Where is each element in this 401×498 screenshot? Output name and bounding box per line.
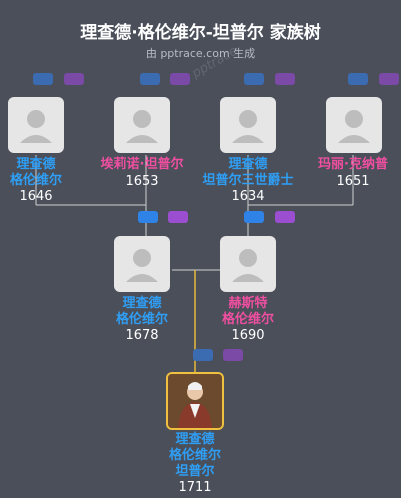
person-name[interactable]: 坦普尔 xyxy=(175,464,215,479)
relation-tag[interactable] xyxy=(244,211,264,223)
person-name[interactable]: 赫斯特 xyxy=(228,296,268,311)
person-card-avatar[interactable] xyxy=(114,236,170,292)
person-card-avatar[interactable] xyxy=(114,97,170,153)
relation-tag[interactable] xyxy=(168,211,188,223)
relation-tag[interactable] xyxy=(138,211,158,223)
person-silhouette-icon xyxy=(20,110,52,143)
person-birth-year: 1653 xyxy=(125,174,159,189)
person-birth-year: 1646 xyxy=(19,189,53,204)
person-card-avatar[interactable] xyxy=(8,97,64,153)
person-name[interactable]: 理查德 xyxy=(122,296,162,311)
person-name[interactable]: 格伦维尔 xyxy=(9,173,62,188)
person-name[interactable]: 格伦维尔 xyxy=(168,448,221,463)
person-birth-year: 1711 xyxy=(178,480,212,495)
relation-tag[interactable] xyxy=(140,73,160,85)
relation-tag[interactable] xyxy=(275,73,295,85)
relation-tag[interactable] xyxy=(193,349,213,361)
relation-tag[interactable] xyxy=(223,349,243,361)
relation-tag[interactable] xyxy=(170,73,190,85)
relation-tag[interactable] xyxy=(64,73,84,85)
person-silhouette-icon xyxy=(232,110,264,143)
portrait-image xyxy=(168,374,222,428)
person-name[interactable]: 埃莉诺·坦普尔 xyxy=(100,157,184,172)
person-silhouette-icon xyxy=(232,249,264,282)
person-silhouette-icon xyxy=(126,249,158,282)
person-birth-year: 1678 xyxy=(125,328,159,343)
page-title: 理查德·格伦维尔-坦普尔 家族树 xyxy=(80,23,321,43)
person-name[interactable]: 理查德 xyxy=(16,157,56,172)
person-silhouette-icon xyxy=(338,110,370,143)
person-silhouette-icon xyxy=(126,110,158,143)
relation-tag[interactable] xyxy=(275,211,295,223)
person-portrait[interactable] xyxy=(166,372,224,430)
person-name[interactable]: 格伦维尔 xyxy=(221,312,274,327)
person-name[interactable]: 玛丽·克纳普 xyxy=(318,157,388,172)
person-card-avatar[interactable] xyxy=(220,236,276,292)
person-birth-year: 1651 xyxy=(336,174,370,189)
relation-tag[interactable] xyxy=(379,73,399,85)
person-name[interactable]: 理查德 xyxy=(175,432,215,447)
relation-tag[interactable] xyxy=(33,73,53,85)
person-birth-year: 1634 xyxy=(231,189,265,204)
person-name[interactable]: 理查德 xyxy=(228,157,268,172)
person-card-avatar[interactable] xyxy=(220,97,276,153)
person-card-avatar[interactable] xyxy=(326,97,382,153)
person-birth-year: 1690 xyxy=(231,328,265,343)
relation-tag[interactable] xyxy=(348,73,368,85)
relation-tag[interactable] xyxy=(244,73,264,85)
person-name[interactable]: 坦普尔三世爵士 xyxy=(202,173,294,188)
page-subtitle: 由 pptrace.com 生成 xyxy=(145,47,256,60)
person-name[interactable]: 格伦维尔 xyxy=(115,312,168,327)
